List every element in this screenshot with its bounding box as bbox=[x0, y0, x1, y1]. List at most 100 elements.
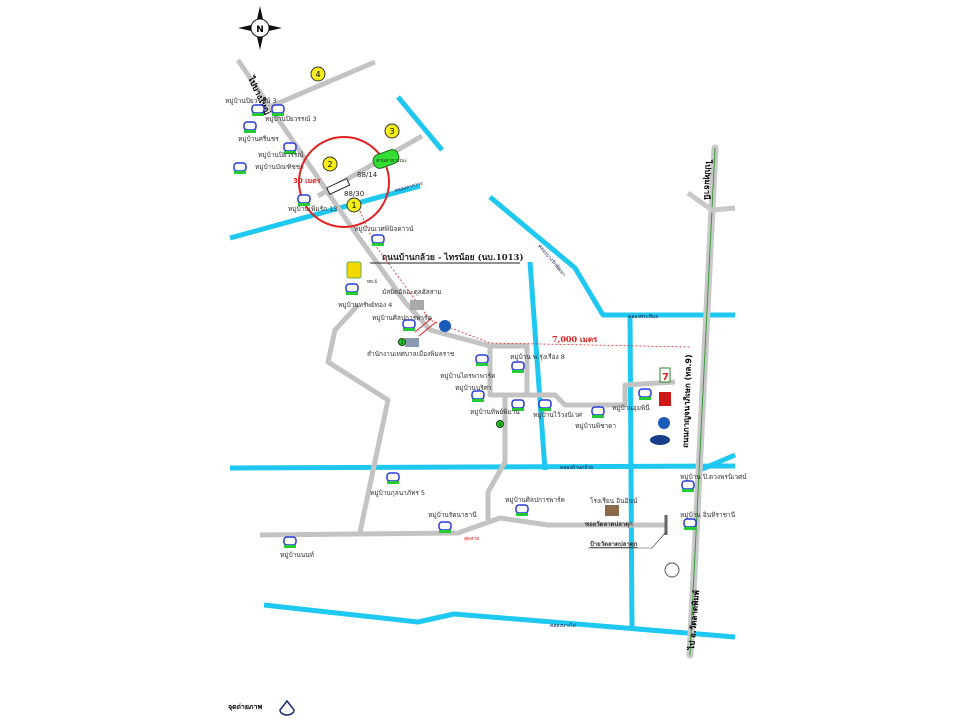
village-icon-base bbox=[512, 408, 524, 411]
ford-logo-icon bbox=[650, 435, 670, 445]
village-icon-base bbox=[284, 545, 296, 548]
green-area bbox=[372, 149, 400, 169]
village-icon-base bbox=[298, 203, 310, 206]
village-icon bbox=[515, 504, 529, 514]
village-icon-base bbox=[244, 130, 256, 133]
village-icon bbox=[471, 390, 485, 400]
village-icon-base bbox=[372, 243, 384, 246]
road-4 bbox=[261, 59, 376, 113]
village-icon-base bbox=[539, 408, 551, 411]
distance-30: 30 เมตร bbox=[293, 177, 321, 185]
village-icon bbox=[683, 518, 697, 528]
village-label: หมู่บ้านศิลปการพาร์ค bbox=[505, 496, 565, 504]
office-icon bbox=[405, 338, 419, 347]
green-marker: 4 bbox=[496, 420, 504, 428]
village-label: หมู่บ้านศรีนชร bbox=[238, 135, 279, 143]
village: หมู่บ้านรัตนาธานี bbox=[428, 511, 477, 533]
village-label: หมู่บ้านทรัพย์ทอง 4 bbox=[338, 301, 392, 309]
village-icon-base bbox=[512, 370, 524, 373]
sign-label: ป้ายวัดลาดปลาดุก bbox=[590, 540, 638, 548]
site-highlight-circle bbox=[298, 136, 390, 228]
village: หมู่บ้านพิชาดา bbox=[575, 406, 616, 430]
village-icon bbox=[591, 406, 605, 416]
village-icon bbox=[297, 194, 311, 204]
road-south-branch bbox=[485, 395, 508, 520]
canal-label-ban-kluai: คลองบ้านกล้วย bbox=[560, 464, 593, 471]
nissan-logo-icon bbox=[664, 562, 680, 578]
sign-pointer bbox=[588, 531, 667, 549]
village-markers: หมู่บ้านปิยวรรณ์ 3 หมู่บ้านปิยวรรณ์ 3 หมู่… bbox=[225, 97, 747, 559]
marker-2: 2 bbox=[322, 156, 338, 172]
village-label: หมู่บ้าน พ.รุ่งเรือง 8 bbox=[510, 353, 565, 361]
village-icon-base bbox=[252, 113, 264, 116]
village-label: หมู่บ้านปิยวรรณ์ 3 bbox=[265, 115, 317, 123]
village: หมู่บ้านอุมพินี bbox=[612, 388, 652, 412]
school-label: โรงเรียน อินอินน์ bbox=[590, 497, 638, 505]
village: หมู่บ้านเพิ่มรัก 13 bbox=[288, 194, 337, 213]
village: หมู่บ้านกุลนาภัทร 5 bbox=[370, 472, 425, 497]
village-icon-base bbox=[639, 397, 651, 400]
canal-label-bang-phai: คลองบางไผ่ bbox=[550, 622, 576, 629]
yellow-markers: 1 2 3 4 bbox=[310, 66, 400, 213]
village-icon-base bbox=[682, 489, 694, 492]
village: หมู่บ้านศิลปการพาร์ค bbox=[372, 314, 432, 331]
canal-east-stub bbox=[699, 452, 736, 473]
compass-n: N bbox=[256, 25, 264, 35]
canal-vertical-2 bbox=[627, 314, 635, 631]
village: หมู่บ้าน พ.รุ่งเรือง 8 bbox=[510, 353, 565, 373]
bus-label: ทท.6 bbox=[367, 279, 377, 285]
canal-ban-kluai bbox=[229, 463, 736, 471]
village-icon bbox=[538, 399, 552, 409]
canal-vertical-1 bbox=[527, 261, 548, 471]
bridge-mark bbox=[414, 317, 433, 333]
village-label: หมู่บ้านกุลนาภัทร 5 bbox=[370, 489, 425, 497]
village-icon bbox=[345, 283, 359, 293]
village-icon-base bbox=[234, 171, 246, 174]
office-label: สำนักงานเทศบาลเมืองพิมลราช bbox=[367, 350, 455, 358]
canal-label-top: คลองลากวาง bbox=[394, 181, 424, 194]
village-label: หมู่บ้านเพิ่มรัก 13 bbox=[288, 204, 337, 213]
house-number-2: 88/30 bbox=[344, 190, 364, 198]
village-label: หมู่บ้านนริศา bbox=[455, 384, 492, 392]
roads bbox=[235, 58, 736, 659]
village-label: หมู่บ้านปิยวรรณ์ 3 bbox=[225, 97, 277, 105]
mosque-icon bbox=[410, 300, 424, 310]
village: หมู่บ้านไว้วงนิเวศ bbox=[533, 399, 583, 419]
seven-eleven-icon bbox=[659, 367, 671, 383]
marker-4: 4 bbox=[310, 66, 326, 82]
village-icon bbox=[511, 399, 525, 409]
canals bbox=[229, 95, 736, 640]
village: หมู่บ้านทรัพย์ทอง 4 bbox=[338, 283, 392, 309]
photo-point-icon bbox=[279, 699, 295, 716]
distance-7000: 7,000 เมตร bbox=[552, 334, 598, 344]
village-label: หมู่บ้านบัณฑิชชา bbox=[255, 163, 304, 171]
village: หมู่บ้านบัณฑิชชา bbox=[233, 162, 304, 174]
village-icon bbox=[243, 121, 257, 131]
village: หมู่บ้านปิยวรรณ์ 3 bbox=[265, 104, 317, 123]
green-marker-number: 5 bbox=[401, 340, 404, 345]
village-icon-base bbox=[272, 113, 284, 116]
village-icon bbox=[475, 354, 489, 364]
ptt-icon-west bbox=[439, 320, 451, 332]
ptt-icon-east bbox=[658, 417, 670, 429]
village-icon-base bbox=[476, 363, 488, 366]
green-markers: 54 bbox=[398, 338, 504, 428]
marker-number: 4 bbox=[315, 70, 320, 79]
distance-line bbox=[354, 199, 691, 348]
village-label: หมู่บ้านปิยวรรณ์ bbox=[258, 151, 303, 159]
village-icon-base bbox=[346, 292, 358, 295]
village-icon-base bbox=[592, 415, 604, 418]
village-icon-base bbox=[472, 399, 484, 402]
village: หมู่บ้านไดรพาพาร์ค bbox=[440, 354, 495, 380]
road-east bbox=[490, 379, 676, 408]
village-label: หมู่บ้านศิลปการพาร์ค bbox=[372, 314, 432, 322]
village-icon-base bbox=[516, 513, 528, 516]
school-icon bbox=[605, 505, 619, 516]
marker-1: 1 bbox=[346, 197, 362, 213]
road-west bbox=[325, 303, 391, 533]
marker-3: 3 bbox=[384, 123, 400, 139]
compass-icon: N bbox=[238, 6, 282, 50]
village-label: หมู่บ้านนนท์ bbox=[280, 551, 314, 559]
village: หมู่บ้านนริศา bbox=[455, 384, 492, 402]
